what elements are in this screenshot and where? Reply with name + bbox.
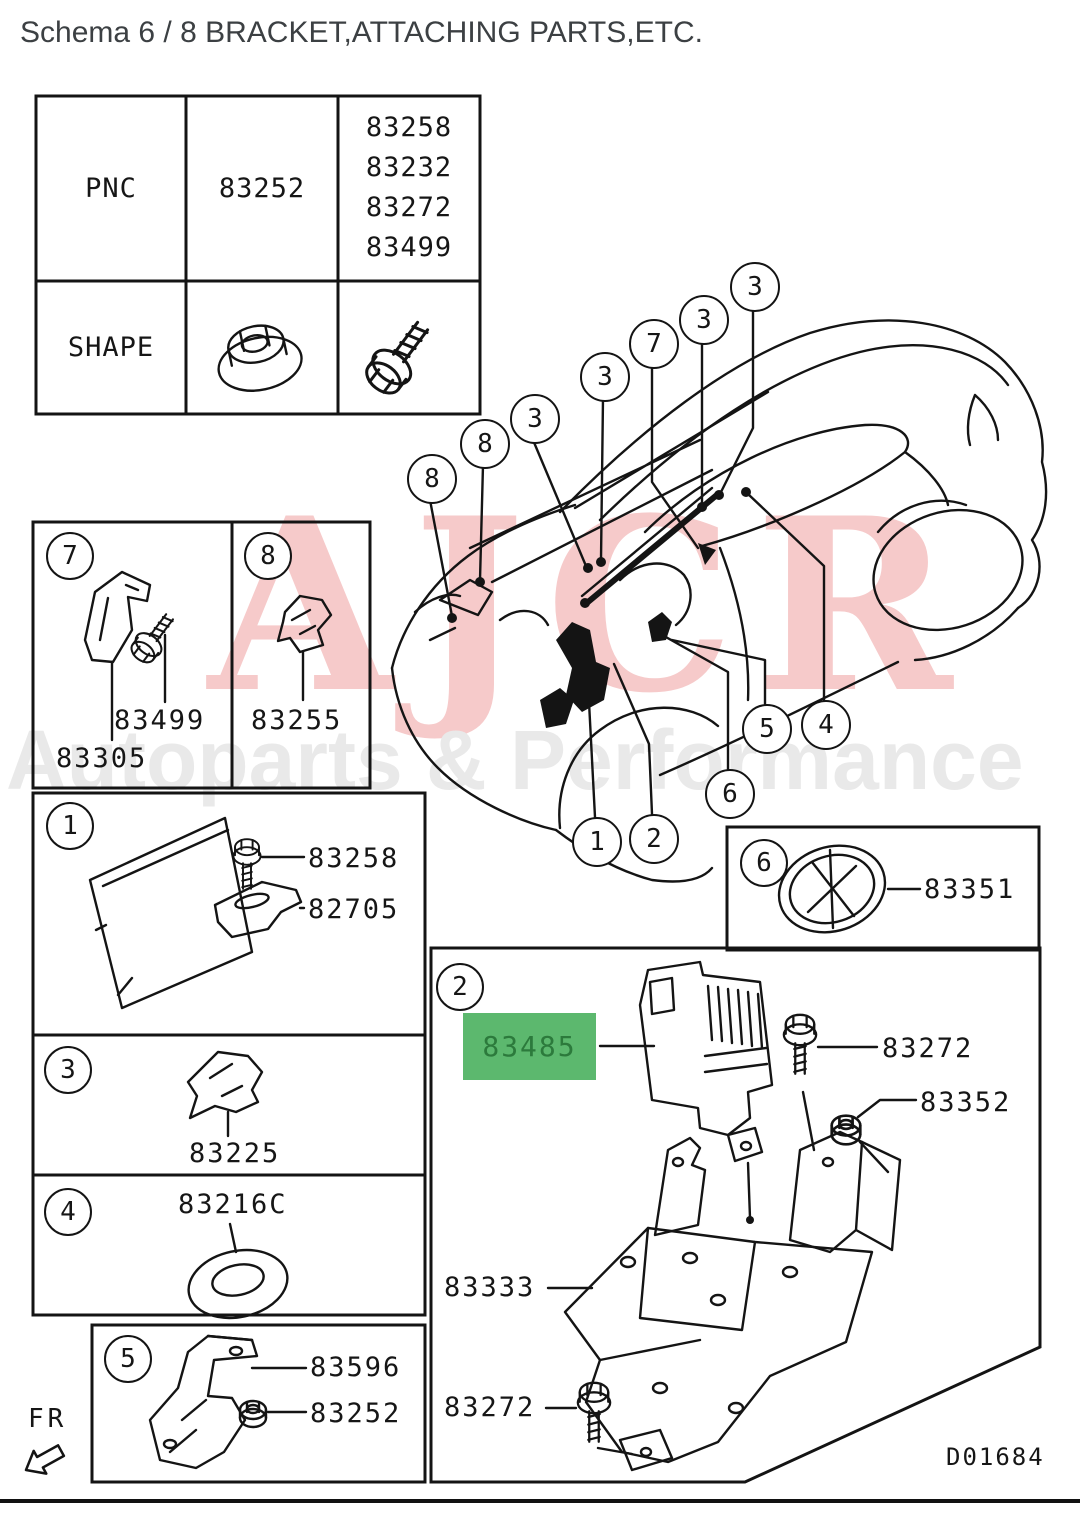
table-bolt-pnc[interactable]: 83232 (365, 152, 453, 183)
table-pnc-header: PNC (85, 173, 137, 204)
panel2-nut-sketch (830, 1098, 918, 1174)
panel3-callout: 3 (44, 1046, 92, 1094)
car-callout-8: 8 (460, 419, 510, 469)
panel3-clip-sketch (186, 1050, 264, 1138)
table-shape-header: SHAPE (67, 332, 155, 363)
front-marker-label: FR (28, 1404, 68, 1434)
panel2-bolt-lower-sketch (544, 1381, 634, 1456)
car-callout-7: 7 (629, 319, 679, 369)
car-callout-3: 3 (679, 295, 729, 345)
car-callout-3: 3 (730, 262, 780, 312)
flange-nut-icon (217, 324, 303, 392)
panel4-callout: 4 (44, 1188, 92, 1236)
car-callout-1: 1 (572, 817, 622, 867)
car-callout-2: 2 (629, 814, 679, 864)
panel6-grommet-sketch (777, 844, 922, 934)
panel2-bracket-sketch (546, 1130, 902, 1472)
part-label-83255[interactable]: 83255 (251, 705, 343, 736)
front-direction-arrow (24, 1444, 66, 1475)
table-bolt-pnc[interactable]: 83258 (365, 112, 453, 143)
highlighted-part-label-83485[interactable]: 83485 (463, 1013, 596, 1080)
fastener-table-grid (34, 94, 482, 416)
part-label-83333[interactable]: 83333 (444, 1272, 536, 1303)
panel8-callout: 8 (244, 532, 292, 580)
car-callout-4: 4 (801, 700, 851, 750)
part-label-83216C[interactable]: 83216C (178, 1189, 288, 1220)
part-label-83499[interactable]: 83499 (114, 705, 206, 736)
car-callout-5: 5 (742, 704, 792, 754)
panel-borders (31, 520, 1042, 1484)
part-label-82705[interactable]: 82705 (308, 894, 400, 925)
bottom-rule (0, 1499, 1080, 1503)
part-label-83305[interactable]: 83305 (56, 743, 148, 774)
panel2-bolt-upper-sketch (782, 1013, 879, 1152)
table-bolt-pnc[interactable]: 83272 (365, 192, 453, 223)
panel2-relay-sketch (598, 960, 774, 1224)
table-bolt-pnc-list: 83258 83232 83272 83499 (338, 108, 480, 268)
part-label-83352[interactable]: 83352 (920, 1087, 1012, 1118)
panel5-callout: 5 (104, 1335, 152, 1383)
drawing-code: D01684 (946, 1443, 1045, 1471)
car-callout-8: 8 (407, 454, 457, 504)
panel1-ecu-sketch (88, 816, 306, 1010)
car-callout-3: 3 (580, 352, 630, 402)
car-callout-6: 6 (705, 769, 755, 819)
table-bolt-pnc[interactable]: 83499 (365, 232, 453, 263)
part-label-83272[interactable]: 83272 (444, 1392, 536, 1423)
part-label-83596[interactable]: 83596 (310, 1352, 402, 1383)
page-title: Schema 6 / 8 BRACKET,ATTACHING PARTS,ETC… (20, 16, 703, 49)
panel1-callout: 1 (46, 802, 94, 850)
table-nut-pnc[interactable]: 83252 (218, 173, 306, 204)
car-callout-3: 3 (510, 394, 560, 444)
part-label-83351[interactable]: 83351 (924, 874, 1016, 905)
panel6-callout: 6 (740, 839, 788, 887)
part-label-83252[interactable]: 83252 (310, 1398, 402, 1429)
flange-bolt-icon (357, 311, 442, 403)
panel7-bracket-sketch (83, 570, 183, 742)
part-label-83225[interactable]: 83225 (189, 1138, 281, 1169)
panel5-bracket-sketch (148, 1334, 308, 1470)
part-label-83272[interactable]: 83272 (882, 1033, 974, 1064)
panel2-callout: 2 (436, 963, 484, 1011)
panel7-callout: 7 (46, 532, 94, 580)
car-leader-lines (428, 306, 826, 819)
part-label-83258[interactable]: 83258 (308, 843, 400, 874)
panel4-grommet-sketch (187, 1222, 289, 1320)
panel8-clip-sketch (276, 594, 333, 702)
